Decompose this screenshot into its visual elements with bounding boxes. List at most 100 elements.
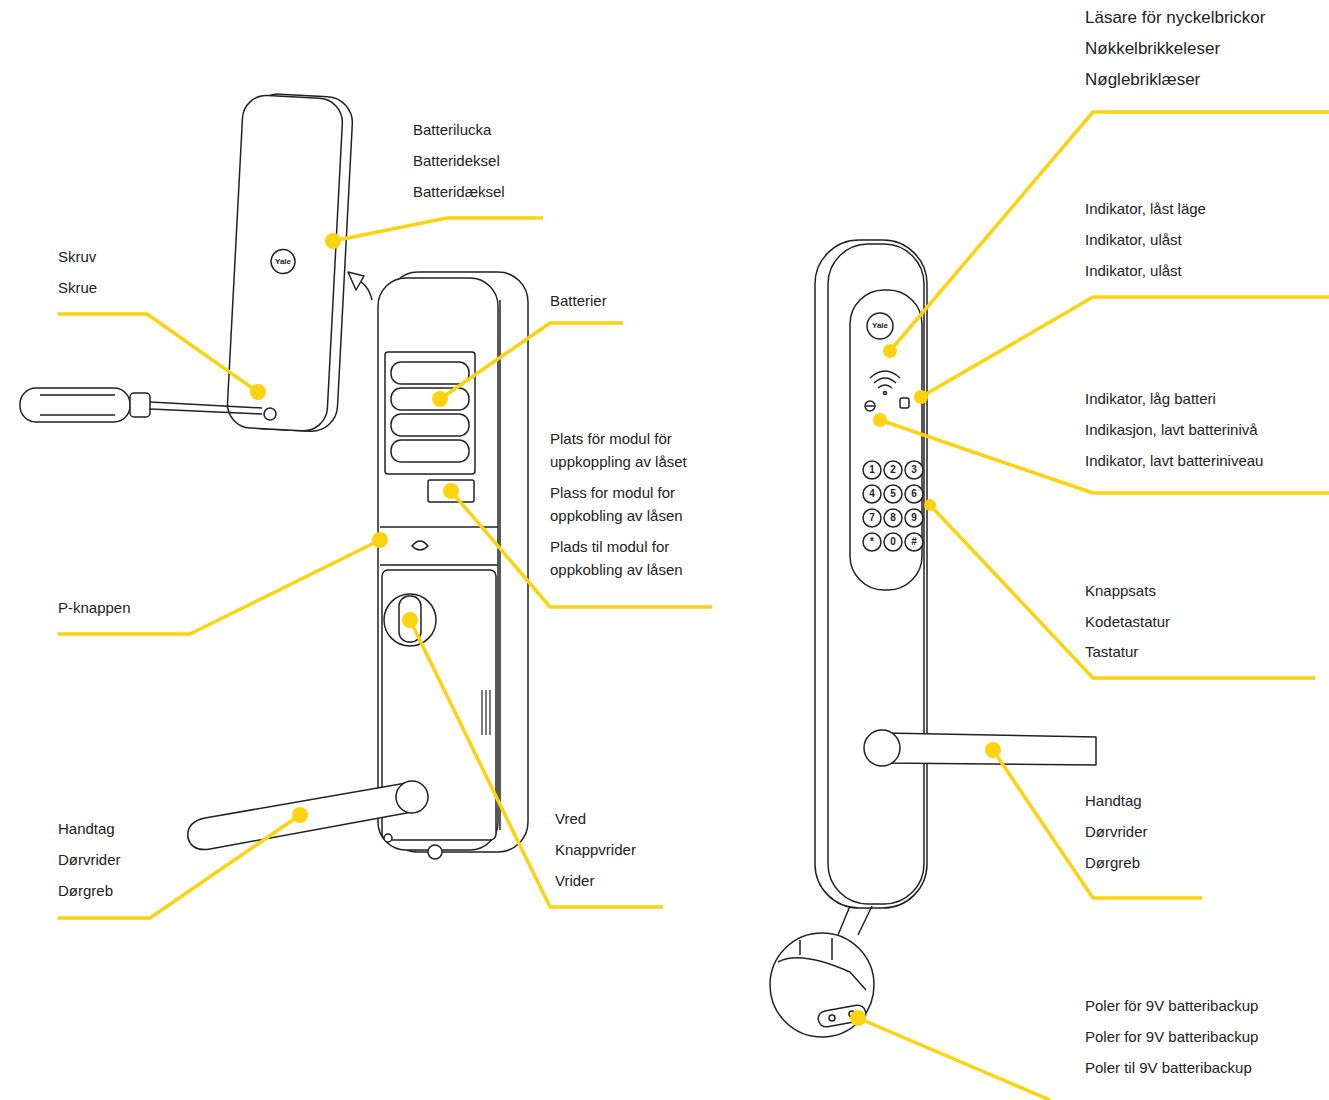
detail-circle bbox=[770, 933, 874, 1037]
key-label: 8 bbox=[886, 512, 900, 524]
detail-pointer bbox=[858, 906, 872, 935]
detail-body bbox=[778, 958, 866, 990]
key-label: * bbox=[865, 536, 879, 548]
part-label: Vrider bbox=[555, 872, 594, 890]
part-label: Indikator, ulåst bbox=[1085, 262, 1182, 280]
illustration-part bbox=[985, 742, 1001, 758]
illustration-part bbox=[410, 620, 663, 907]
illustration-part bbox=[905, 461, 923, 479]
part-label: P-knappen bbox=[58, 599, 131, 617]
detail-pointer bbox=[838, 906, 850, 935]
illustration-part bbox=[481, 690, 482, 735]
key-label: # bbox=[907, 536, 921, 548]
illustration-part bbox=[870, 371, 900, 378]
part-label: Indikator, ulåst bbox=[1085, 231, 1182, 249]
part-label: Läsare för nyckelbrickor bbox=[1085, 8, 1265, 28]
detail-body bbox=[800, 938, 832, 960]
part-label: Plads til modul for oppkobling av låsen bbox=[550, 535, 720, 581]
screw-hole bbox=[428, 845, 442, 859]
key-label: 4 bbox=[865, 488, 879, 500]
part-label: Batterilucka bbox=[413, 121, 491, 139]
module-slot bbox=[428, 480, 474, 502]
key-label: 6 bbox=[907, 488, 921, 500]
key-label: 2 bbox=[886, 464, 900, 476]
part-label: Indikator, lavt batteriniveau bbox=[1085, 452, 1263, 470]
illustration-part bbox=[905, 485, 923, 503]
illustration-part bbox=[884, 485, 902, 503]
battery-indicator bbox=[865, 401, 875, 411]
illustration-part bbox=[58, 815, 300, 918]
logo-circle bbox=[867, 313, 893, 339]
illustration-part bbox=[20, 388, 130, 422]
illustration-part bbox=[40, 394, 115, 396]
battery-compartment bbox=[385, 352, 475, 474]
illustration-part bbox=[914, 390, 928, 404]
illustration-part bbox=[58, 540, 380, 634]
part-label: Skruv bbox=[58, 248, 96, 266]
illustration-part bbox=[880, 420, 1329, 493]
battery bbox=[391, 388, 469, 410]
illustration-part bbox=[402, 612, 418, 628]
leader-lines bbox=[58, 112, 1329, 1100]
part-label: Handtag bbox=[1085, 792, 1142, 810]
part-label: Knappsats bbox=[1085, 582, 1156, 600]
part-label: Batterier bbox=[550, 292, 607, 310]
battery bbox=[391, 362, 469, 384]
illustration-part bbox=[333, 218, 543, 241]
logo-text: Yale bbox=[869, 321, 891, 331]
leader-dots bbox=[250, 233, 1001, 1026]
illustration-part bbox=[930, 505, 1315, 678]
part-label: Plats för modul för uppkoppling av låset bbox=[550, 427, 720, 473]
screwdriver bbox=[20, 388, 262, 422]
handle bbox=[884, 733, 1096, 765]
lock-body-back bbox=[815, 240, 927, 908]
illustration-part bbox=[150, 409, 262, 414]
illustration-part bbox=[993, 750, 1202, 898]
illustration-part bbox=[863, 509, 881, 527]
part-label: Batteridæksel bbox=[413, 183, 505, 201]
illustration-part bbox=[905, 509, 923, 527]
part-label: Batterideksel bbox=[413, 152, 500, 170]
illustration-part bbox=[58, 314, 258, 392]
key-label: 0 bbox=[886, 536, 900, 548]
illustration-part bbox=[874, 378, 896, 383]
part-label: Nøglebriklæser bbox=[1085, 70, 1200, 90]
illustration-part bbox=[443, 483, 459, 499]
battery-indicator bbox=[866, 405, 874, 407]
panel-line bbox=[380, 564, 498, 566]
terminal bbox=[829, 1015, 835, 1021]
part-label: Handtag bbox=[58, 820, 115, 838]
illustration-part bbox=[905, 533, 923, 551]
handle bbox=[188, 782, 412, 850]
battery bbox=[391, 414, 469, 436]
screw-hole bbox=[384, 834, 392, 842]
illustration-part bbox=[440, 323, 623, 399]
illustration-part bbox=[40, 414, 115, 416]
part-label: Dørvrider bbox=[1085, 823, 1148, 841]
illustration-part bbox=[372, 532, 388, 548]
key-label: 7 bbox=[865, 512, 879, 524]
illustration-part bbox=[250, 384, 266, 400]
part-label: Tastatur bbox=[1085, 643, 1138, 661]
illustration-part bbox=[858, 1018, 1050, 1100]
illustration-part bbox=[873, 413, 887, 427]
part-label: Dørvrider bbox=[58, 851, 121, 869]
key-label: 9 bbox=[907, 512, 921, 524]
illustration-part bbox=[489, 690, 490, 735]
thumb-turn-base bbox=[384, 594, 436, 646]
cover-screw bbox=[264, 408, 277, 421]
illustration-part bbox=[863, 461, 881, 479]
illustration-part bbox=[432, 391, 448, 407]
lock-body-face bbox=[828, 244, 924, 904]
lock-indicator bbox=[900, 398, 909, 408]
speaker-grille bbox=[482, 690, 490, 735]
illustration-part bbox=[130, 393, 150, 417]
key-label: 1 bbox=[865, 464, 879, 476]
part-label: Nøkkelbrikkeleser bbox=[1085, 39, 1220, 59]
illustration-part bbox=[850, 1010, 866, 1026]
handle-rose bbox=[864, 730, 900, 766]
illustration-part bbox=[485, 690, 486, 735]
part-label: Indikator, låst läge bbox=[1085, 200, 1206, 218]
illustration-part bbox=[884, 461, 902, 479]
